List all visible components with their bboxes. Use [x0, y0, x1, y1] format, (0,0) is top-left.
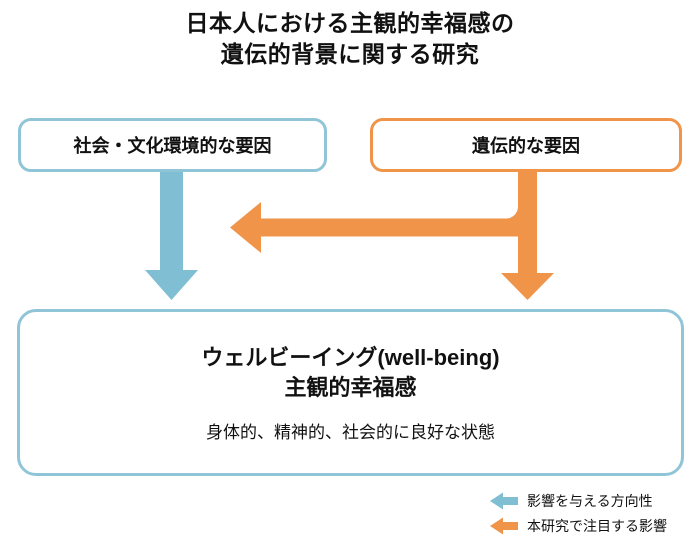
box-genetic-factors: 遺伝的な要因: [370, 118, 682, 172]
wellbeing-subtitle: 身体的、精神的、社会的に良好な状態: [206, 422, 495, 442]
wellbeing-title-line-1: ウェルビーイング(well-being): [201, 344, 500, 370]
genetic-factors-label: 遺伝的な要因: [472, 136, 580, 156]
orange-left-arrow-icon: [490, 517, 518, 535]
blue-down-arrow-icon: [145, 171, 198, 300]
legend-label-focus: 本研究で注目する影響: [527, 518, 667, 534]
social-factors-label: 社会・文化環境的な要因: [73, 136, 272, 156]
orange-branch-arrow-icon: [230, 171, 554, 300]
legend-item-focus: 本研究で注目する影響: [490, 517, 667, 535]
box-wellbeing: ウェルビーイング(well-being) 主観的幸福感 身体的、精神的、社会的に…: [17, 309, 684, 476]
box-social-factors: 社会・文化環境的な要因: [18, 118, 327, 172]
title-line-2: 遺伝的背景に関する研究: [220, 41, 480, 67]
wellbeing-title-line-2: 主観的幸福感: [284, 374, 417, 400]
page-title: 日本人における主観的幸福感の 遺伝的背景に関する研究: [0, 8, 700, 70]
legend-label-direction: 影響を与える方向性: [527, 493, 653, 509]
blue-left-arrow-icon: [490, 492, 518, 510]
title-line-1: 日本人における主観的幸福感の: [185, 10, 515, 36]
legend: 影響を与える方向性 本研究で注目する影響: [490, 492, 667, 542]
legend-item-direction: 影響を与える方向性: [490, 492, 667, 510]
